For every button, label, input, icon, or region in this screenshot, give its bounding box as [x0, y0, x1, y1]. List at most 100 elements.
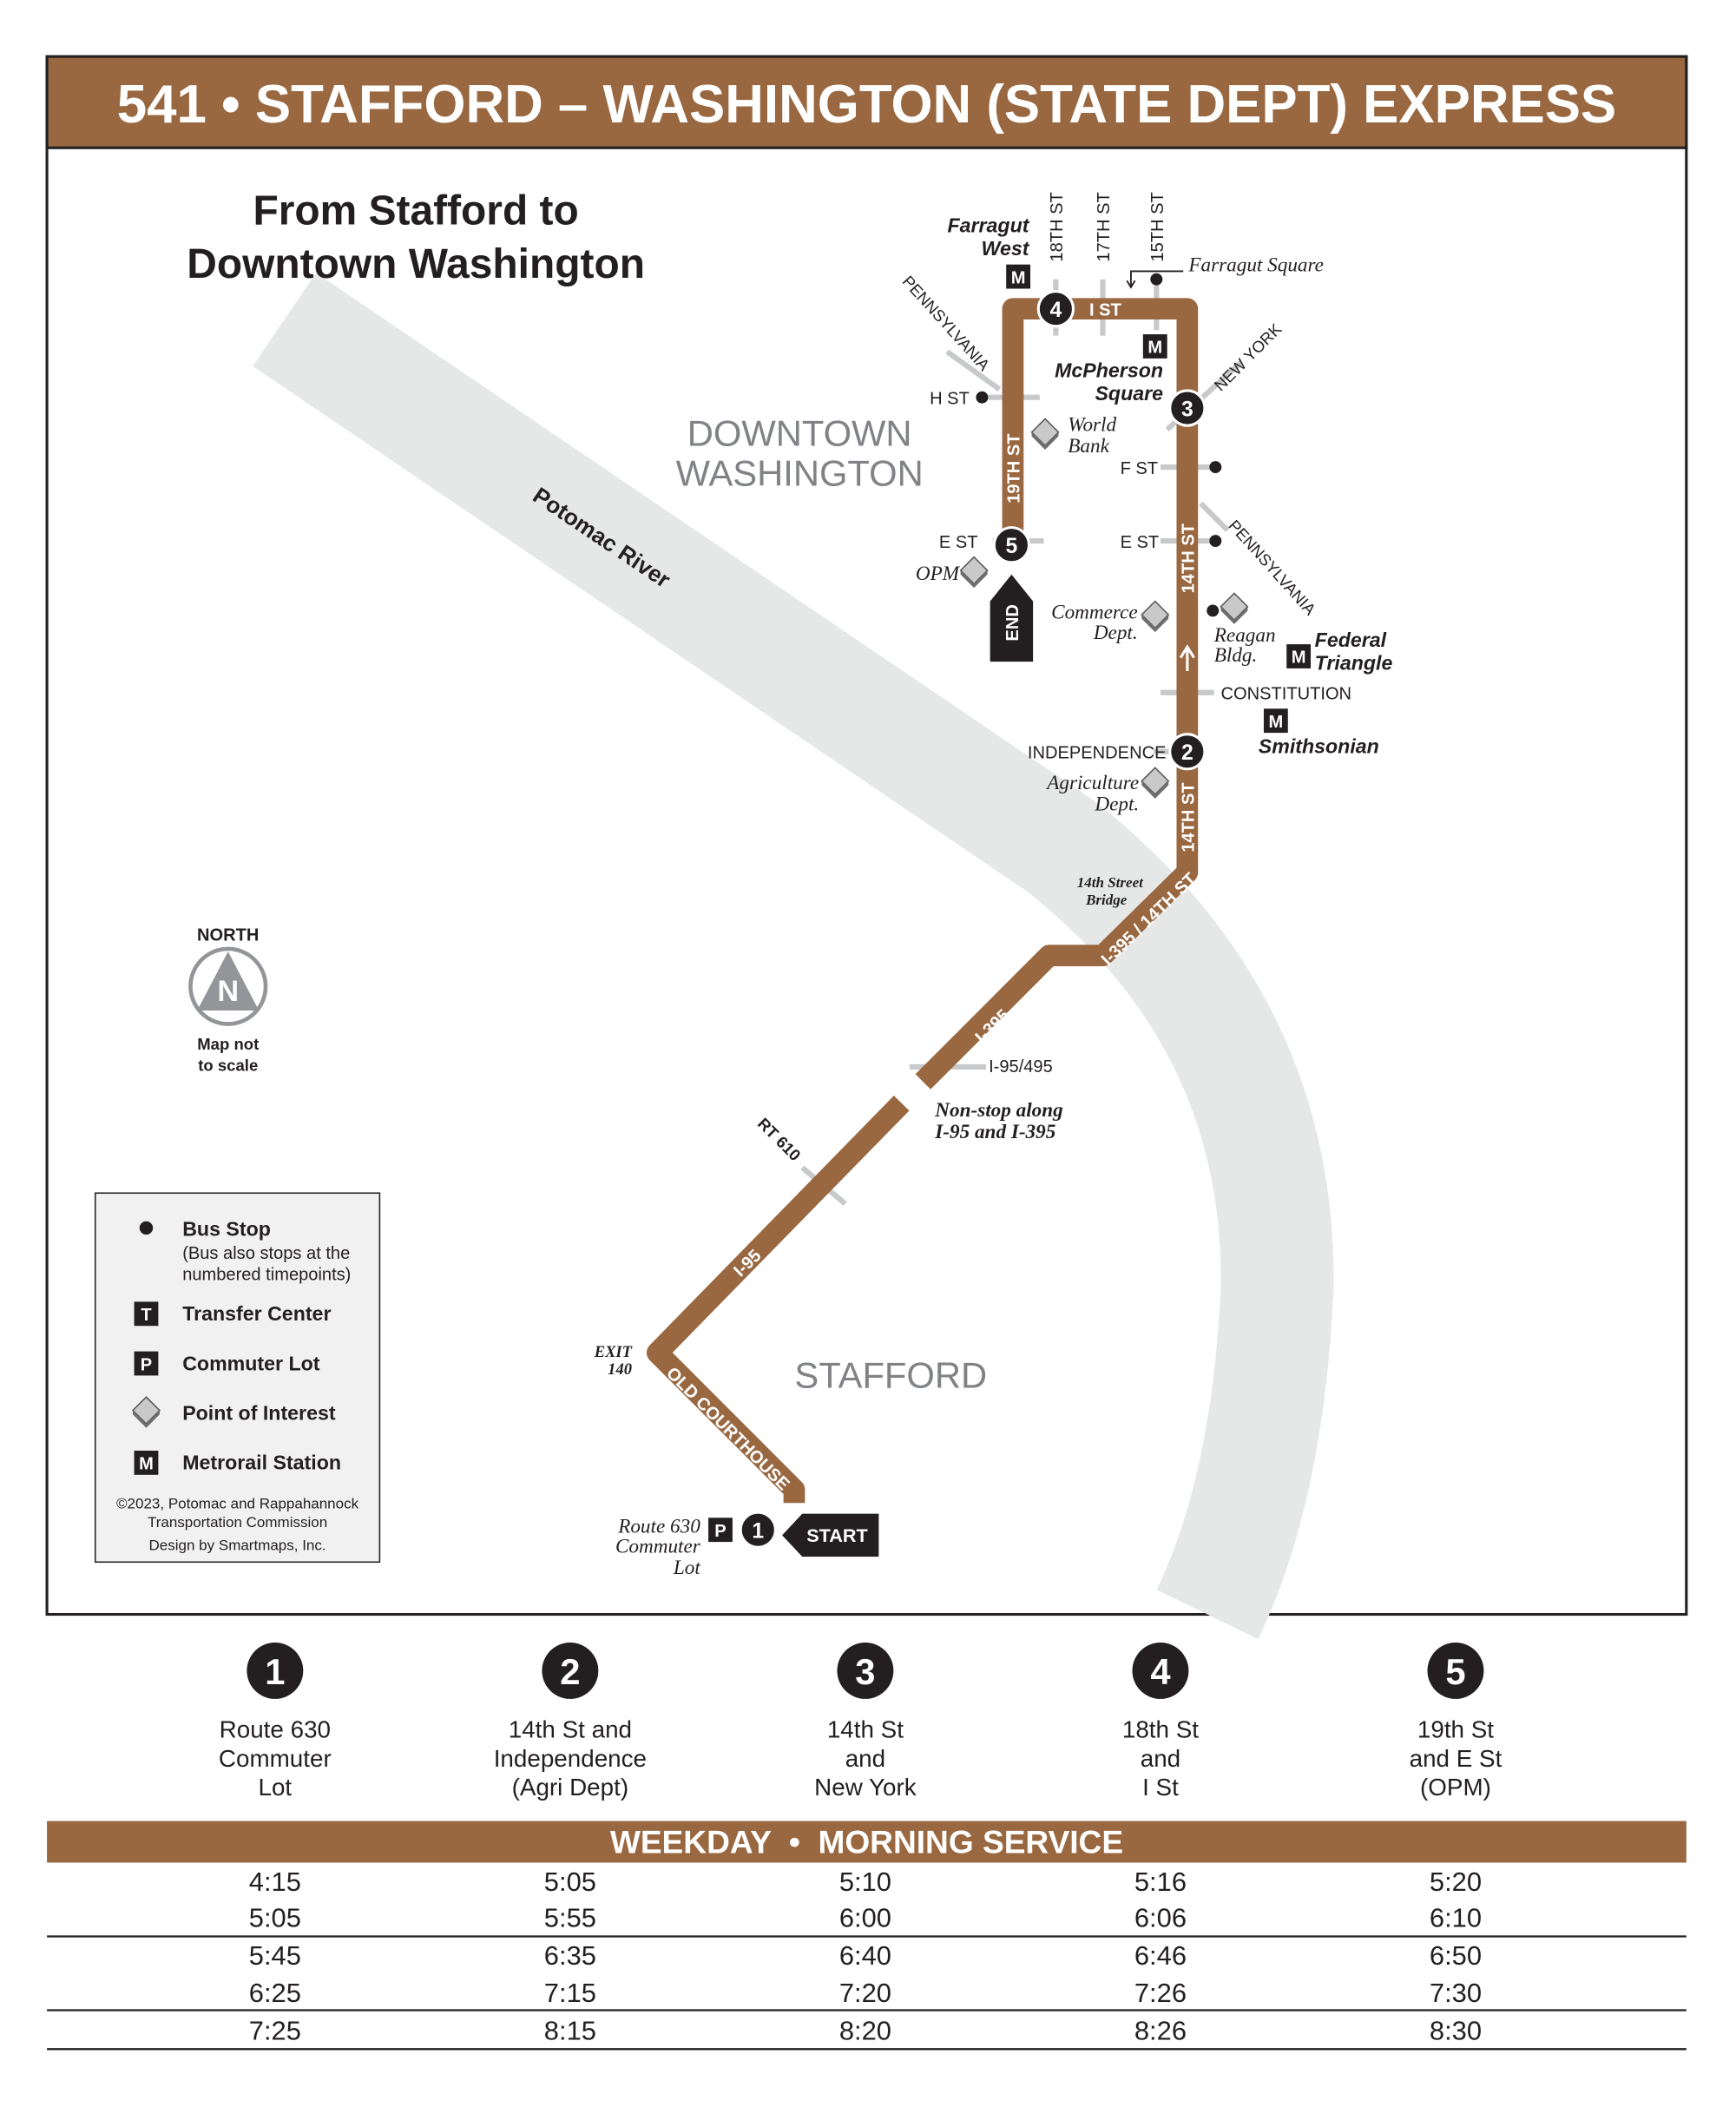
svg-text:2: 2: [1181, 741, 1194, 765]
timepoint-label-line: Independence: [494, 1745, 647, 1772]
svg-text:1: 1: [752, 1519, 764, 1543]
schedule-time: 7:26: [1134, 1978, 1187, 2008]
svg-text:4: 4: [1050, 299, 1062, 322]
schedule-time: 5:20: [1430, 1867, 1482, 1897]
exit-label-1: EXIT: [594, 1343, 633, 1361]
bus-stop-legend-icon: [139, 1221, 154, 1235]
route-arrow-14th: [1179, 644, 1195, 672]
world-bank-label-2: Bank: [1068, 435, 1109, 458]
metro-icon-mcpherson: M: [1142, 334, 1167, 359]
19th-st-label: 19TH ST: [1005, 433, 1024, 504]
timepoint-number: 1: [265, 1651, 285, 1692]
svg-text:NORTH: NORTH: [197, 926, 259, 945]
schedule-time: 8:20: [839, 2016, 891, 2046]
timepoint-label-line: 14th St: [827, 1716, 904, 1743]
schedule-time: 6:00: [839, 1903, 891, 1933]
18th-st-label: 18TH ST: [1048, 192, 1067, 261]
schedule-time: 8:26: [1134, 2016, 1187, 2046]
area-stafford: STAFFORD: [794, 1354, 987, 1395]
svg-text:M: M: [1147, 339, 1162, 358]
svg-text:(Bus also stops at the: (Bus also stops at the: [182, 1244, 350, 1263]
schedule-time: 7:30: [1430, 1978, 1482, 2008]
farragut-west-label-2: West: [982, 237, 1030, 260]
opm-label: OPM: [916, 563, 961, 585]
map-timepoint-2: 2: [1168, 733, 1207, 771]
17th-st-label: 17TH ST: [1095, 192, 1114, 261]
svg-text:Bus Stop: Bus Stop: [182, 1218, 271, 1241]
mcpherson-label-2: Square: [1095, 382, 1163, 405]
map-timepoint-3: 3: [1168, 389, 1207, 427]
bridge-label-2: Bridge: [1085, 892, 1128, 908]
bus-stops: [976, 273, 1222, 617]
constitution-label: CONSTITUTION: [1220, 684, 1351, 703]
timepoint-label-line: (OPM): [1420, 1774, 1491, 1801]
schedule-time: 5:05: [544, 1867, 596, 1897]
federal-triangle-label-1: Federal: [1315, 629, 1387, 651]
timepoint-label-line: 14th St and: [509, 1716, 632, 1743]
svg-text:M: M: [1011, 268, 1026, 287]
svg-text:Design by Smartmaps, Inc.: Design by Smartmaps, Inc.: [149, 1537, 326, 1553]
svg-text:to scale: to scale: [198, 1057, 258, 1075]
metro-icon-farragut-west: M: [1006, 264, 1031, 289]
bus-route-line: [646, 298, 1199, 1504]
svg-text:Commuter Lot: Commuter Lot: [182, 1352, 320, 1374]
timepoint-badge: [542, 1643, 599, 1699]
mcpherson-label-1: McPherson: [1055, 359, 1163, 382]
f-st-label: F ST: [1121, 459, 1158, 478]
timepoint-label-line: Route 630: [220, 1716, 331, 1743]
farragut-west-label-1: Farragut: [947, 214, 1029, 237]
direction-title-1: From Stafford to: [253, 188, 579, 234]
timepoint-number: 3: [855, 1651, 875, 1692]
timepoint-badge: [1132, 1643, 1189, 1699]
schedule-time: 5:05: [249, 1903, 301, 1933]
timepoint-label-line: I St: [1142, 1774, 1179, 1801]
lot-label-1: Route 630: [617, 1515, 700, 1537]
timepoint-label-line: and: [1141, 1745, 1180, 1772]
svg-text:END: END: [1003, 604, 1023, 641]
timepoint-number: 4: [1150, 1651, 1170, 1692]
reagan-label-2: Bldg.: [1214, 644, 1258, 667]
service-band: [47, 1821, 1687, 1863]
service-title: WEEKDAY • MORNING SERVICE: [610, 1824, 1123, 1860]
timepoint-number: 2: [560, 1651, 580, 1692]
svg-text:Map not: Map not: [197, 1035, 259, 1053]
lot-label-3: Lot: [673, 1557, 700, 1579]
north-arrow: NORTH N Map not to scale: [188, 926, 268, 1075]
commerce-label-2: Dept.: [1093, 622, 1138, 644]
transfer-legend-icon: T: [134, 1301, 159, 1327]
schedule-time: 6:35: [544, 1940, 596, 1971]
timepoint-number: 5: [1445, 1651, 1465, 1692]
independence-label: INDEPENDENCE: [1028, 743, 1167, 762]
svg-text:M: M: [1268, 713, 1283, 732]
map-legend: Bus Stop (Bus also stops at the numbered…: [94, 1192, 381, 1564]
reagan-label-1: Reagan: [1213, 624, 1276, 647]
area-downtown-1: DOWNTOWN: [687, 412, 912, 453]
schedule-time: 7:15: [544, 1978, 596, 2008]
timepoint-label-line: and: [845, 1745, 885, 1772]
farragut-square-pointer: [1126, 270, 1184, 289]
nonstop-label-1: Non-stop along: [934, 1099, 1062, 1122]
svg-text:P: P: [714, 1522, 726, 1541]
agriculture-label-2: Dept.: [1094, 793, 1139, 816]
schedule-time: 6:50: [1430, 1940, 1482, 1971]
map-timepoint-4: 4: [1036, 290, 1075, 328]
15th-st-label: 15TH ST: [1148, 192, 1167, 261]
timepoint-badge: [247, 1643, 304, 1699]
header-band: [45, 55, 1688, 149]
timepoint-label-line: Commuter: [219, 1745, 332, 1772]
timepoint-badge: [837, 1643, 894, 1699]
e-st-label-1: E ST: [939, 533, 978, 552]
svg-text:Transfer Center: Transfer Center: [182, 1302, 331, 1325]
smithsonian-label: Smithsonian: [1259, 734, 1379, 757]
timepoint-label-line: New York: [814, 1774, 917, 1801]
svg-text:5: 5: [1006, 535, 1018, 558]
